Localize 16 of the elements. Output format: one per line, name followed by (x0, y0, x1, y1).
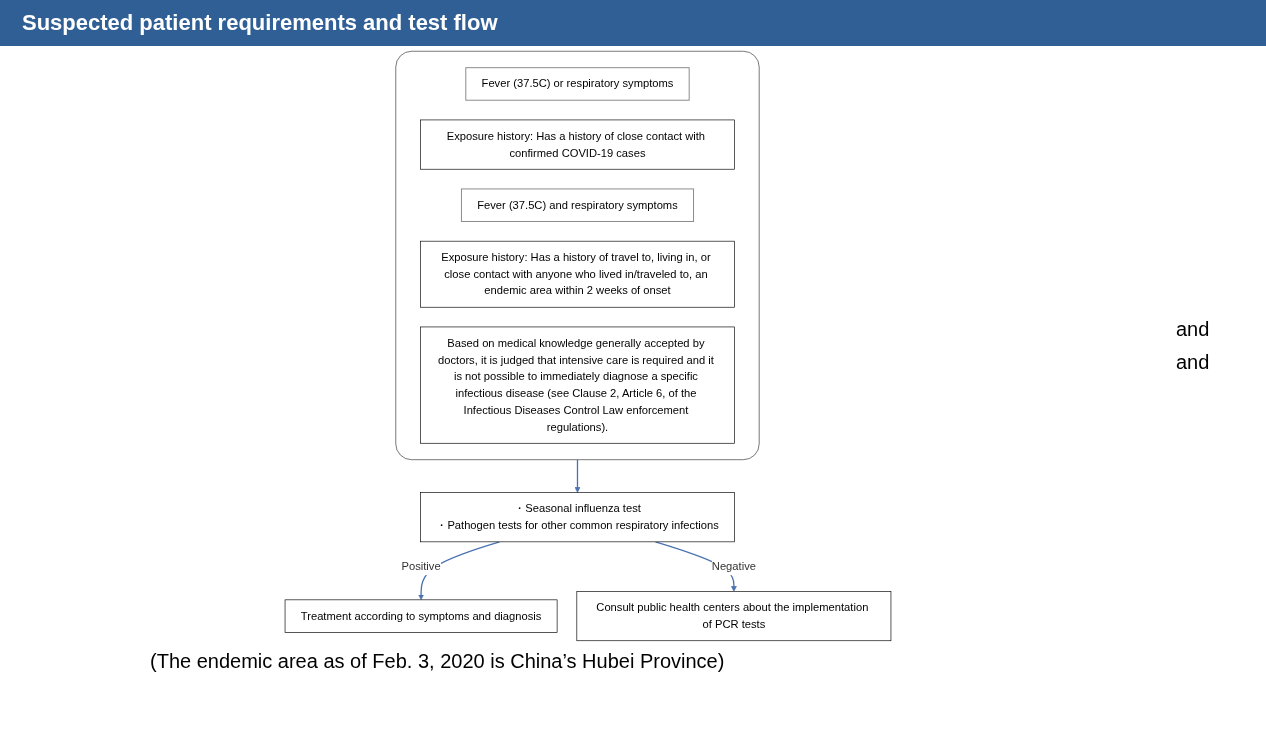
node-box: Fever (37.5C) or respiratory symptoms (465, 67, 690, 101)
node-box: Consult public health centers about the implementation of PCR tests (576, 591, 892, 642)
node-box: Based on medical knowledge generally accepted by doctors, it is judged that intensive care is required and it is not possible to immediately diagnose a specific infectious disease (see Clause 2, Article 6, of the Infectious Diseases Control Law enforcement regulations). (420, 326, 735, 444)
node-box: Exposure history: Has a history of close contact with confirmed COVID-19 cases (420, 119, 735, 170)
caption: (The endemic area as of Feb. 3, 2020 is China’s Hubei Province) (149, 650, 726, 673)
connective-word: and (1176, 351, 1211, 374)
connective-word: and (1176, 318, 1211, 341)
node-box: Treatment according to symptoms and diagnosis (284, 599, 558, 633)
arrow (574, 459, 581, 493)
edge-label: Positive (401, 560, 441, 573)
edge-label: Negative (711, 560, 756, 573)
node-box: Fever (37.5C) and respiratory symptoms (460, 188, 695, 222)
title-banner: Suspected patient requirements and test flow (0, 0, 1266, 46)
node-box: ・Seasonal influenza test ・Pathogen tests for other common respiratory infections (420, 492, 735, 543)
node-box: Exposure history: Has a history of travel to, living in, or close contact with anyone who lived in/traveled to, an endemic area within 2 weeks of onset (420, 240, 735, 308)
cluster (395, 50, 760, 460)
